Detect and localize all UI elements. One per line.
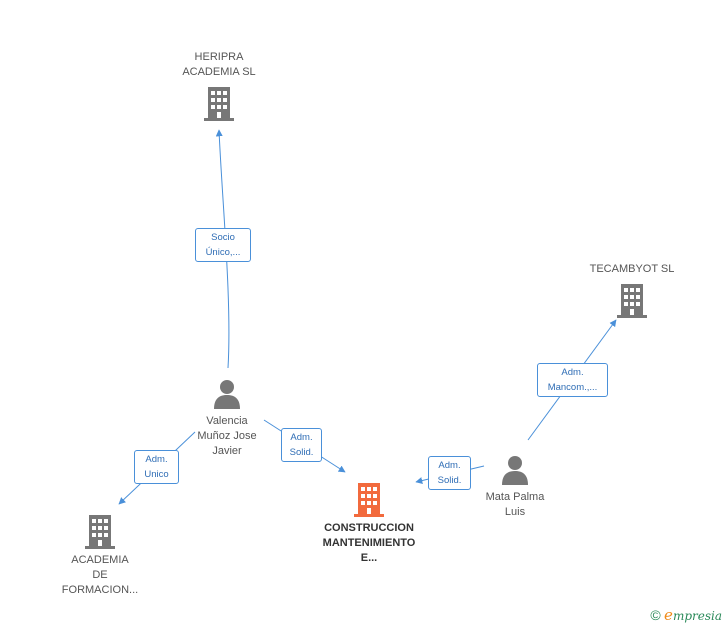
node-valencia-munoz[interactable]: Valencia Muñoz Jose Javier [172, 378, 282, 459]
node-label: Valencia Muñoz Jose Javier [197, 415, 257, 457]
building-icon [617, 284, 647, 318]
brand-initial: e [664, 606, 673, 624]
edge-label-adm-mancom[interactable]: Adm. Mancom.,... [537, 363, 608, 397]
copyright-symbol: © [650, 607, 661, 623]
node-mata-palma[interactable]: Mata Palma Luis [460, 454, 570, 520]
edge-label-adm-solid-valencia[interactable]: Adm. Solid. [281, 428, 322, 462]
person-icon [214, 380, 240, 409]
node-label: ACADEMIA DE FORMACION... [61, 554, 139, 596]
node-label: Mata Palma Luis [485, 491, 545, 518]
brand-name: mpresia [672, 609, 722, 623]
node-label: TECAMBYOT SL [589, 263, 675, 275]
node-tecambyot[interactable]: TECAMBYOT SL [572, 262, 692, 318]
node-label: CONSTRUCCION MANTENIMIENTO E... [322, 522, 416, 564]
edge-label-adm-unico[interactable]: Adm. Unico [134, 450, 179, 484]
building-icon [354, 483, 384, 517]
node-heripra-academia[interactable]: HERIPRA ACADEMIA SL [159, 50, 279, 121]
node-label: HERIPRA ACADEMIA SL [182, 51, 256, 78]
edge-label-adm-solid-mata[interactable]: Adm. Solid. [428, 456, 471, 490]
node-academia-formacion[interactable]: ACADEMIA DE FORMACION... [45, 513, 155, 598]
edge-label-socio-unico[interactable]: Socio Único,... [195, 228, 251, 262]
node-construccion-mantenimiento[interactable]: CONSTRUCCION MANTENIMIENTO E... [309, 481, 429, 566]
empresia-logo: © empresia [650, 606, 722, 624]
building-icon [85, 515, 115, 549]
building-icon [204, 87, 234, 121]
person-icon [502, 456, 528, 485]
